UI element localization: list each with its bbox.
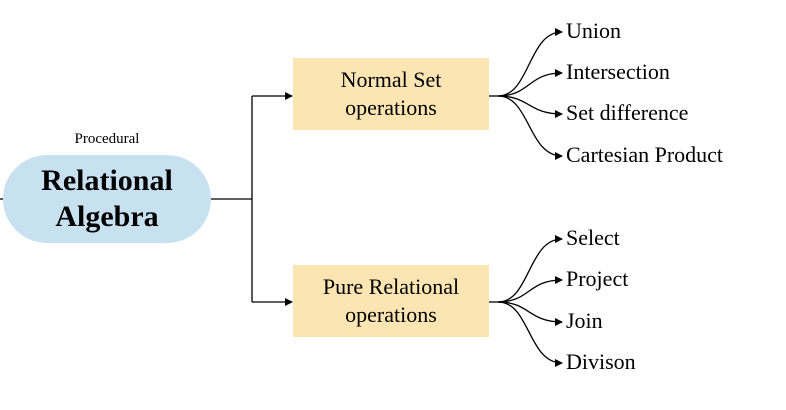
leaf-divison: Divison	[566, 349, 636, 374]
leaf-select: Select	[566, 225, 620, 250]
leaf-intersection: Intersection	[566, 59, 670, 84]
normal-set-operations-node: Normal Set operations	[293, 58, 489, 130]
arrow-to-union	[497, 28, 563, 97]
arrow-to-join	[497, 301, 563, 326]
root-node-title: Relational Algebra	[41, 164, 173, 233]
root-node: Relational Algebra	[3, 155, 211, 243]
root-to-branches-connector	[211, 96, 253, 302]
arrow-to-select	[497, 235, 563, 303]
leaf-join: Join	[566, 308, 603, 333]
leaf-cartesian-product: Cartesian Product	[566, 142, 724, 167]
root-caption: Procedural	[74, 131, 140, 147]
pure-relational-operations-node: Pure Relational operations	[293, 265, 489, 337]
leaf-set-difference: Set difference	[566, 100, 689, 125]
leaf-union: Union	[566, 18, 621, 43]
arrow-to-intersection	[497, 69, 563, 97]
normal-set-operations-label: Normal Set operations	[340, 67, 442, 120]
arrow-to-set-difference	[497, 95, 563, 118]
arrow-to-cartesian-product	[497, 95, 563, 160]
leaf-project: Project	[566, 266, 629, 291]
arrow-to-project	[497, 276, 563, 303]
arrow-to-divison	[497, 301, 563, 367]
pure-relational-operations-label: Pure Relational operations	[322, 274, 460, 327]
